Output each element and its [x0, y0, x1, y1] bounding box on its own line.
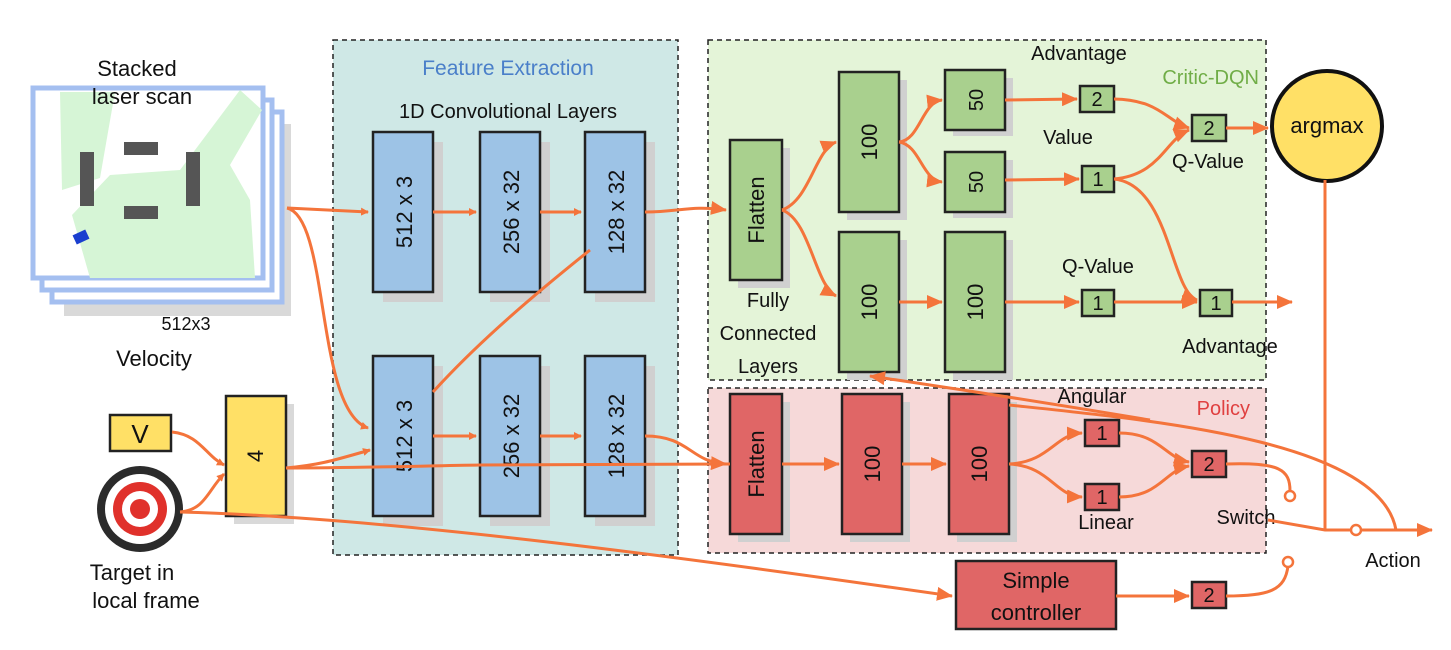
critic-flatten: Flatten: [728, 138, 790, 288]
concat-block: [224, 394, 288, 518]
laser-label-line1: Stacked: [97, 56, 177, 81]
switch-contact-controller: [1281, 555, 1295, 569]
q-value-label: Q-Value: [1172, 151, 1244, 173]
advantage-output-value-2: 1: [1210, 293, 1221, 315]
feature-extraction-title: Feature Extraction: [422, 57, 594, 80]
conv-top-2-label: 256 x 32: [499, 170, 524, 254]
conv-bottom-2: 256 x 32: [478, 354, 550, 526]
policy-flatten: Flatten: [728, 392, 790, 542]
target-icon: [97, 466, 183, 552]
advantage-label: Advantage: [1031, 43, 1127, 65]
fc-label-line3: Layers: [738, 356, 798, 378]
action-label: Action: [1365, 550, 1421, 572]
policy-combined-output-value: 2: [1203, 454, 1214, 476]
fc-label-line2: Connected: [720, 323, 817, 345]
connection-arrows: [171, 92, 1433, 603]
controller-output-value: 2: [1203, 585, 1214, 607]
robot-marker: [72, 229, 90, 245]
obstacle-top: [124, 142, 158, 155]
critic-fc-bottom-a-label: 100: [857, 284, 882, 321]
angular-label: Angular: [1058, 386, 1127, 408]
switch-label: Switch: [1217, 507, 1276, 529]
q-value-output-value-2: 1: [1092, 293, 1103, 315]
critic-fc-top: 100: [837, 70, 907, 220]
conv-bottom-3: 128 x 32: [583, 354, 655, 526]
velocity-label: Velocity: [116, 346, 192, 371]
conv-top-3-label: 128 x 32: [604, 170, 629, 254]
policy-fc-a-label: 100: [860, 446, 885, 483]
controller-line2: controller: [991, 600, 1081, 625]
value-label: Value: [1043, 127, 1093, 149]
q-value-output-box-2: [1080, 288, 1116, 318]
simple-controller-box: [954, 559, 1118, 631]
critic-fc-bottom-b-label: 100: [963, 284, 988, 321]
laser-size-label: 512x3: [161, 314, 210, 334]
obstacle-right: [186, 152, 200, 206]
controller-line1: Simple: [1002, 568, 1069, 593]
conv-top-1: 512 x 3: [371, 130, 443, 302]
policy-fc-b-label: 100: [967, 446, 992, 483]
linear-label: Linear: [1078, 512, 1134, 534]
target-label-line2: local frame: [92, 588, 200, 613]
laser-scan-stack: [30, 85, 291, 316]
advantage-output-value: 2: [1091, 89, 1102, 111]
critic-title: Critic-DQN: [1162, 67, 1259, 89]
conv-bottom-1-label: 512 x 3: [392, 400, 417, 472]
q-value-output-value: 2: [1203, 118, 1214, 140]
linear-output-value: 1: [1096, 487, 1107, 509]
velocity-input-box: [108, 413, 173, 453]
switch-contact-argmax: [1349, 523, 1363, 537]
argmax-node: [1270, 69, 1384, 183]
angular-output-value: 1: [1096, 423, 1107, 445]
policy-fc-a: 100: [840, 392, 910, 542]
critic-branch-upper-label: 50: [966, 89, 988, 111]
switch-contact-policy: [1283, 489, 1297, 503]
conv-bottom-1: 512 x 3: [371, 354, 443, 526]
critic-fc-bottom-a: 100: [837, 230, 907, 380]
conv-top-3: 128 x 32: [583, 130, 655, 302]
obstacle-bottom: [124, 206, 158, 219]
policy-title: Policy: [1197, 398, 1250, 420]
policy-flatten-label: Flatten: [744, 430, 769, 497]
critic-fc-top-label: 100: [857, 124, 882, 161]
q-value-label-2: Q-Value: [1062, 256, 1134, 278]
concat-size: 4: [243, 450, 268, 462]
conv-top-1-label: 512 x 3: [392, 176, 417, 248]
critic-branch-lower-label: 50: [966, 171, 988, 193]
critic-flatten-label: Flatten: [744, 176, 769, 243]
critic-fc-bottom-b: 100: [943, 230, 1013, 380]
advantage-label-2: Advantage: [1182, 336, 1278, 358]
laser-label-line2: laser scan: [92, 84, 192, 109]
policy-fc-b: 100: [947, 392, 1017, 542]
conv-layers-subtitle: 1D Convolutional Layers: [399, 101, 617, 123]
critic-branch-lower: 50: [943, 150, 1013, 218]
value-output-value: 1: [1092, 169, 1103, 191]
obstacle-left: [80, 152, 94, 206]
argmax-label: argmax: [1290, 113, 1363, 138]
velocity-symbol: V: [131, 419, 149, 449]
target-label-line1: Target in: [90, 560, 174, 585]
fc-label-line1: Fully: [747, 290, 789, 312]
critic-branch-upper: 50: [943, 68, 1013, 136]
conv-top-2: 256 x 32: [478, 130, 550, 302]
